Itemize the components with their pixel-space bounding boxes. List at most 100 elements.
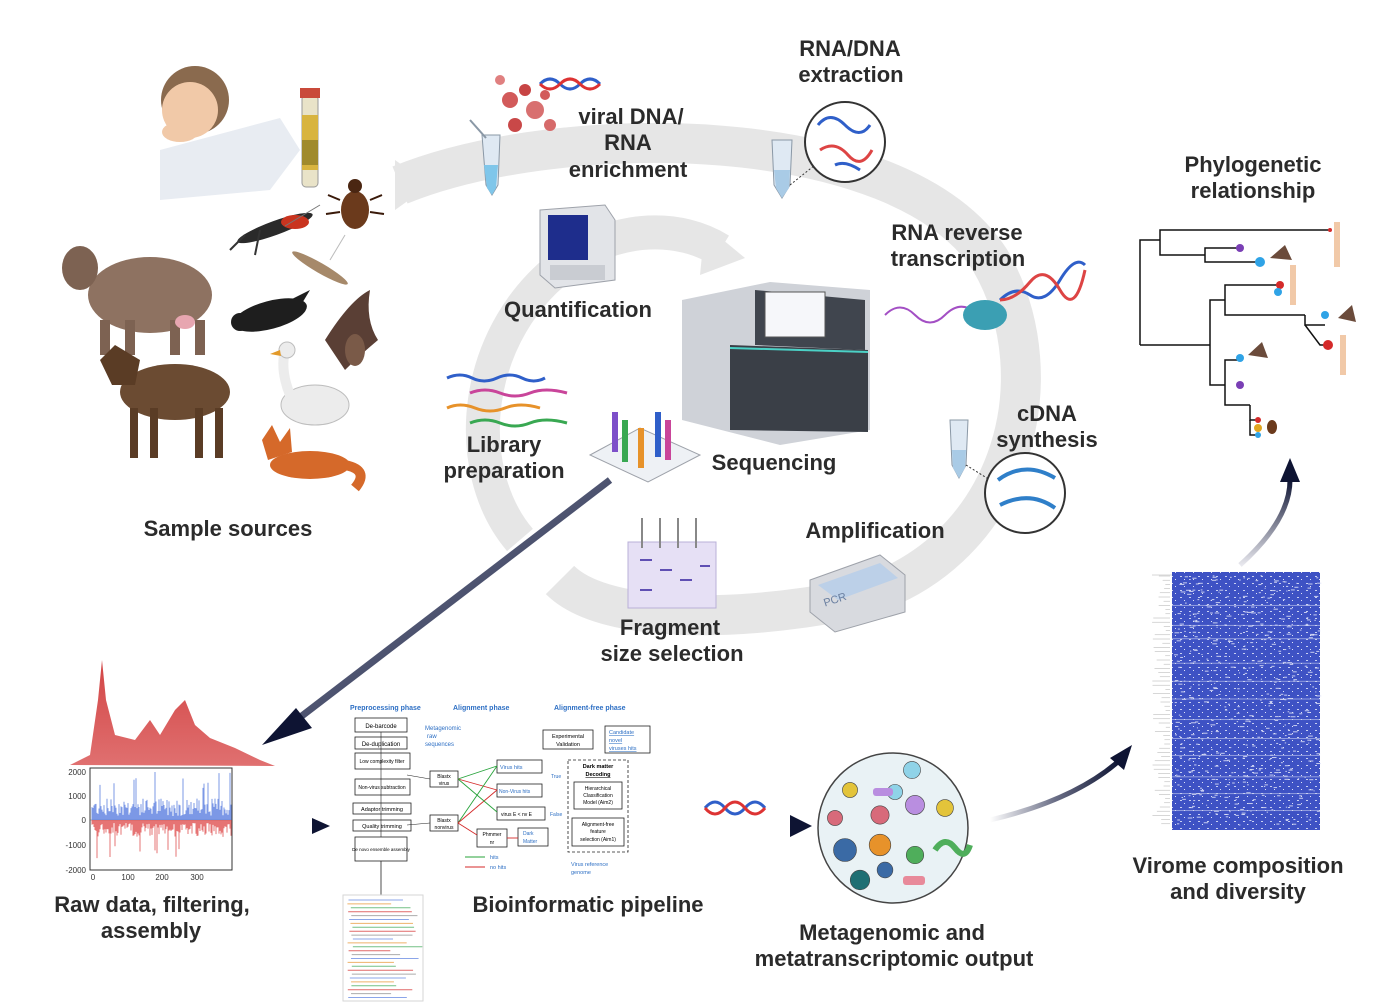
heatmap-cell xyxy=(1214,682,1216,684)
heatmap-cell xyxy=(1246,730,1249,732)
heatmap-cell xyxy=(1214,783,1219,785)
fox-icon xyxy=(262,425,366,492)
heatmap-cell xyxy=(1209,612,1213,614)
heatmap-cell xyxy=(1184,576,1189,578)
heatmap-cell xyxy=(1179,583,1185,585)
heatmap-cell xyxy=(1271,665,1275,667)
virus-icon xyxy=(849,869,871,891)
heatmap-cell xyxy=(1287,662,1292,664)
heatmap-cell xyxy=(1214,794,1218,796)
test-tube-icon xyxy=(469,119,501,196)
heatmap-cell xyxy=(1290,589,1295,591)
heatmap-cell xyxy=(1268,705,1271,707)
heatmap-cell xyxy=(1244,775,1248,777)
heatmap-cell xyxy=(1299,797,1304,799)
heatmap-cell xyxy=(1264,784,1268,786)
quantification-device-icon xyxy=(539,204,616,289)
heatmap-cell xyxy=(1289,712,1294,714)
heatmap-cell xyxy=(1291,675,1296,677)
heatmap-cell xyxy=(1247,803,1253,805)
heatmap-cell xyxy=(1250,765,1255,767)
heatmap-cell xyxy=(1284,724,1287,726)
heatmap-cell xyxy=(1241,813,1244,815)
heatmap-cell xyxy=(1198,756,1201,758)
heatmap-cell xyxy=(1285,806,1288,808)
heatmap-cell xyxy=(1247,577,1250,579)
heatmap-cell xyxy=(1286,626,1292,628)
pipeline-to-output-arrow xyxy=(678,815,812,837)
heatmap-cell xyxy=(1244,648,1246,650)
af-text: Alignment-free xyxy=(582,822,615,828)
y-tick: 1000 xyxy=(68,792,86,801)
heatmap-cell xyxy=(1292,731,1298,733)
heatmap-cell xyxy=(1197,684,1200,686)
heatmap-cell xyxy=(1227,641,1233,643)
heatmap-cell xyxy=(1211,719,1214,721)
heatmap-cell xyxy=(1287,729,1290,731)
heatmap-cell xyxy=(1277,679,1281,681)
heatmap-cell xyxy=(1226,784,1230,786)
heatmap-cell xyxy=(1186,737,1190,739)
heatmap-cell xyxy=(1226,596,1230,598)
heatmap-cell xyxy=(1239,626,1241,628)
phase-label: Preprocessing phase xyxy=(350,705,421,712)
heatmap-cell xyxy=(1189,626,1194,628)
heatmap-cell xyxy=(1213,688,1217,690)
heatmap-cell xyxy=(1196,612,1200,614)
heatmap-cell xyxy=(1247,784,1249,786)
tree-host-icons xyxy=(1248,222,1356,434)
note-line: Metagenomic xyxy=(425,726,461,732)
heatmap-cell xyxy=(1209,812,1211,814)
heatmap-cell xyxy=(1198,582,1203,584)
heatmap-cell xyxy=(1211,796,1216,798)
step-lowcomplexity: Low complexity filter xyxy=(359,759,404,765)
heatmap-cell xyxy=(1314,667,1319,669)
heatmap-cell xyxy=(1180,747,1186,749)
heatmap-cell xyxy=(1190,686,1192,688)
heatmap-cell xyxy=(1189,614,1191,616)
heatmap-row-line xyxy=(1172,793,1320,795)
heatmap-cell xyxy=(1284,699,1287,701)
heatmap-cell xyxy=(1213,640,1218,642)
heatmap-cell xyxy=(1176,769,1179,771)
phase-label: Alignment phase xyxy=(453,705,510,712)
heatmap-cell xyxy=(1227,703,1230,705)
heatmap-cell xyxy=(1243,601,1247,603)
dna-helix-icon xyxy=(538,77,602,91)
raw-to-pipeline-arrow xyxy=(245,818,330,834)
hit-boxes: Virus hits Non-Virus hits virus E < nv E… xyxy=(496,759,549,847)
mosquito-icon-2 xyxy=(292,234,348,285)
heatmap-cell xyxy=(1293,725,1298,727)
blastx-virus-box: Blastx virus xyxy=(429,770,459,788)
heatmap-cell xyxy=(1216,752,1220,754)
label-viral-enrichment-1: viral DNA/ xyxy=(578,104,683,129)
heatmap-row-line xyxy=(1172,698,1320,700)
heatmap-cell xyxy=(1249,768,1254,770)
heatmap-cell xyxy=(1286,615,1292,617)
heatmap-cell xyxy=(1224,624,1227,626)
heatmap-cell xyxy=(1281,747,1284,749)
heatmap-cell xyxy=(1306,619,1311,621)
heatmap-cell xyxy=(1271,590,1276,592)
heatmap-cell xyxy=(1189,579,1191,581)
heatmap-cell xyxy=(1196,727,1199,729)
heatmap-cell xyxy=(1210,731,1213,733)
x-tick: 200 xyxy=(155,873,169,882)
heatmap-cell xyxy=(1201,678,1204,680)
heatmap-cell xyxy=(1287,711,1290,713)
phylogenetic-tree xyxy=(1139,229,1330,436)
heatmap-cell xyxy=(1224,796,1229,798)
x-tick: 100 xyxy=(121,873,135,882)
step-nonvirus: Non-virus subtraction xyxy=(358,785,405,791)
note-line: sequences xyxy=(425,742,454,748)
heatmap-cell xyxy=(1260,575,1263,577)
heatmap-cell xyxy=(1246,792,1251,794)
virus-icon xyxy=(936,799,954,817)
heatmap-cell xyxy=(1244,645,1246,647)
heatmap-cell xyxy=(1257,612,1261,614)
heatmap-cell xyxy=(1218,693,1221,695)
heatmap-row-line xyxy=(1172,662,1320,664)
label-bioinformatic: Bioinformatic pipeline xyxy=(472,892,703,917)
heatmap-cell xyxy=(1211,599,1215,601)
heatmap-cell xyxy=(1286,590,1288,592)
